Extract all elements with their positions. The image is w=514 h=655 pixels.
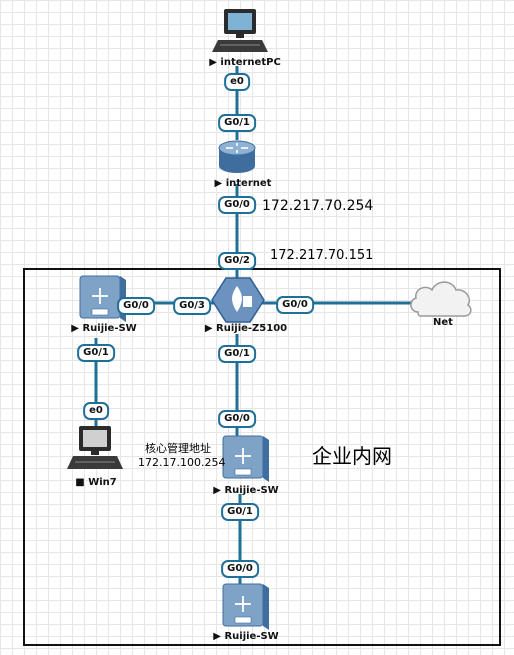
firewall-icon[interactable] (211, 277, 265, 323)
firewall-ip-label: 172.217.70.151 (270, 248, 374, 263)
device-label-internet: ▶ internet (214, 178, 272, 189)
port-label: G0/2 (218, 252, 256, 270)
zone-label: 企业内网 (312, 444, 392, 468)
port-label: G0/0 (117, 297, 155, 315)
port-label: G0/0 (218, 196, 256, 214)
port-label: G0/0 (276, 296, 314, 314)
mgmt-ip-label: 172.17.100.254 (138, 456, 226, 469)
port-label: G0/1 (218, 114, 256, 132)
router-ip-label: 172.217.70.254 (262, 198, 374, 214)
device-label-switch-core: ▶ Ruijie-SW (213, 485, 279, 496)
device-label-cloud: Net (433, 317, 453, 328)
port-label: G0/1 (221, 503, 259, 521)
pc-icon[interactable] (212, 9, 268, 52)
device-label-win7: ■ Win7 (75, 477, 117, 488)
switch-icon[interactable] (222, 583, 269, 630)
port-label: G0/0 (218, 410, 256, 428)
port-label: G0/1 (77, 344, 115, 362)
port-label: G0/1 (218, 345, 256, 363)
pc-icon[interactable] (67, 426, 123, 469)
mgmt-title-label: 核心管理地址 (145, 442, 211, 455)
port-label: e0 (224, 73, 250, 91)
device-label-firewall: ▶ Ruijie-Z5100 (204, 323, 288, 334)
enterprise-network-frame (23, 268, 501, 646)
device-label-switch-left: ▶ Ruijie-SW (71, 323, 137, 334)
device-label-internetpc: ▶ internetPC (209, 57, 281, 68)
cloud-icon[interactable] (410, 281, 472, 317)
port-label: G0/3 (173, 297, 211, 315)
port-label: G0/0 (221, 560, 259, 578)
router-icon[interactable] (218, 140, 256, 173)
switch-icon[interactable] (222, 435, 269, 482)
port-label: e0 (83, 402, 109, 420)
device-label-switch-bottom: ▶ Ruijie-SW (213, 631, 279, 642)
